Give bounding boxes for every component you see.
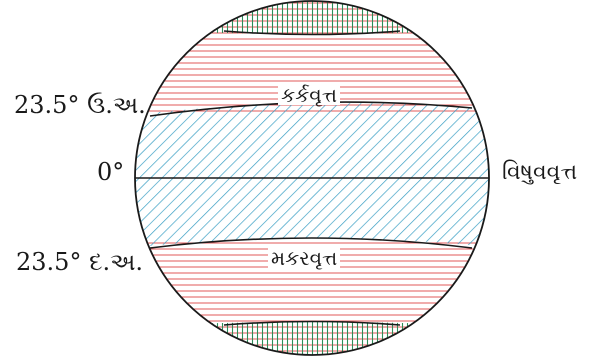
north-latitude-label: 23.5° ઉ.અ. [14, 91, 146, 119]
arctic-circle-line [223, 30, 401, 36]
north-frigid-zone [135, 1, 489, 34]
tropic-of-capricorn-label: મકરવૃત્ત [268, 248, 341, 268]
equator-latitude-label: 0° [97, 158, 125, 186]
tropic-of-cancer-label: કર્કવૃત્ત [278, 85, 340, 105]
south-latitude-label: 23.5° દ.અ. [16, 248, 144, 276]
south-frigid-zone [135, 322, 489, 355]
torrid-zone [135, 103, 489, 248]
equator-name-label: વિષુવવૃત્ત [502, 160, 578, 185]
globe-outline [134, 0, 490, 356]
tropic-of-capricorn-line [149, 237, 473, 249]
antarctic-circle-line [223, 320, 401, 326]
